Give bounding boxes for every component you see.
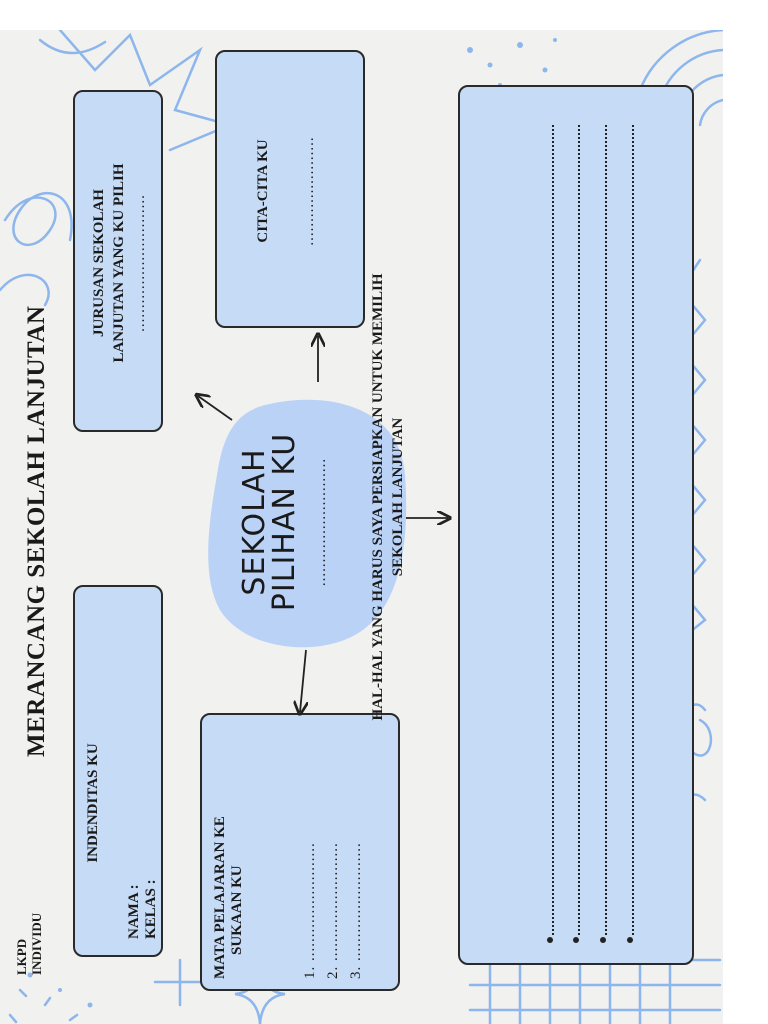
connector-arrows [0, 30, 723, 1024]
arrow-to-subjects [300, 649, 306, 712]
arrow-to-major [198, 396, 233, 421]
dream-box: CITA-CITA KU ....................... [215, 50, 365, 328]
major-box: JURUSAN SEKOLAH LANJUTAN YANG KU PILIH .… [73, 90, 163, 432]
answer-line-3 [605, 125, 607, 935]
preparation-box: HAL-HAL YANG HARUS SAYA PERSIAPKAN UNTUK… [370, 85, 694, 965]
bullet-3 [600, 937, 606, 943]
answer-line-4 [632, 125, 634, 935]
subjects-box: MATA PELAJARAN KE SUKAAN KU 1. .........… [200, 713, 400, 991]
plus-doodle [153, 958, 207, 1007]
answer-line-1 [552, 125, 554, 935]
loop-doodle [3, 192, 73, 247]
bullet-4 [627, 937, 633, 943]
identity-box: INDENDITAS KU NAMA : KELAS : [73, 585, 163, 957]
bullet-1 [547, 937, 553, 943]
worksheet-page: LKPD INDIVIDU MERANCANG SEKOLAH LANJUTAN… [0, 30, 723, 1024]
center-blob [208, 399, 407, 648]
bullet-2 [573, 937, 579, 943]
answer-line-2 [578, 125, 580, 935]
